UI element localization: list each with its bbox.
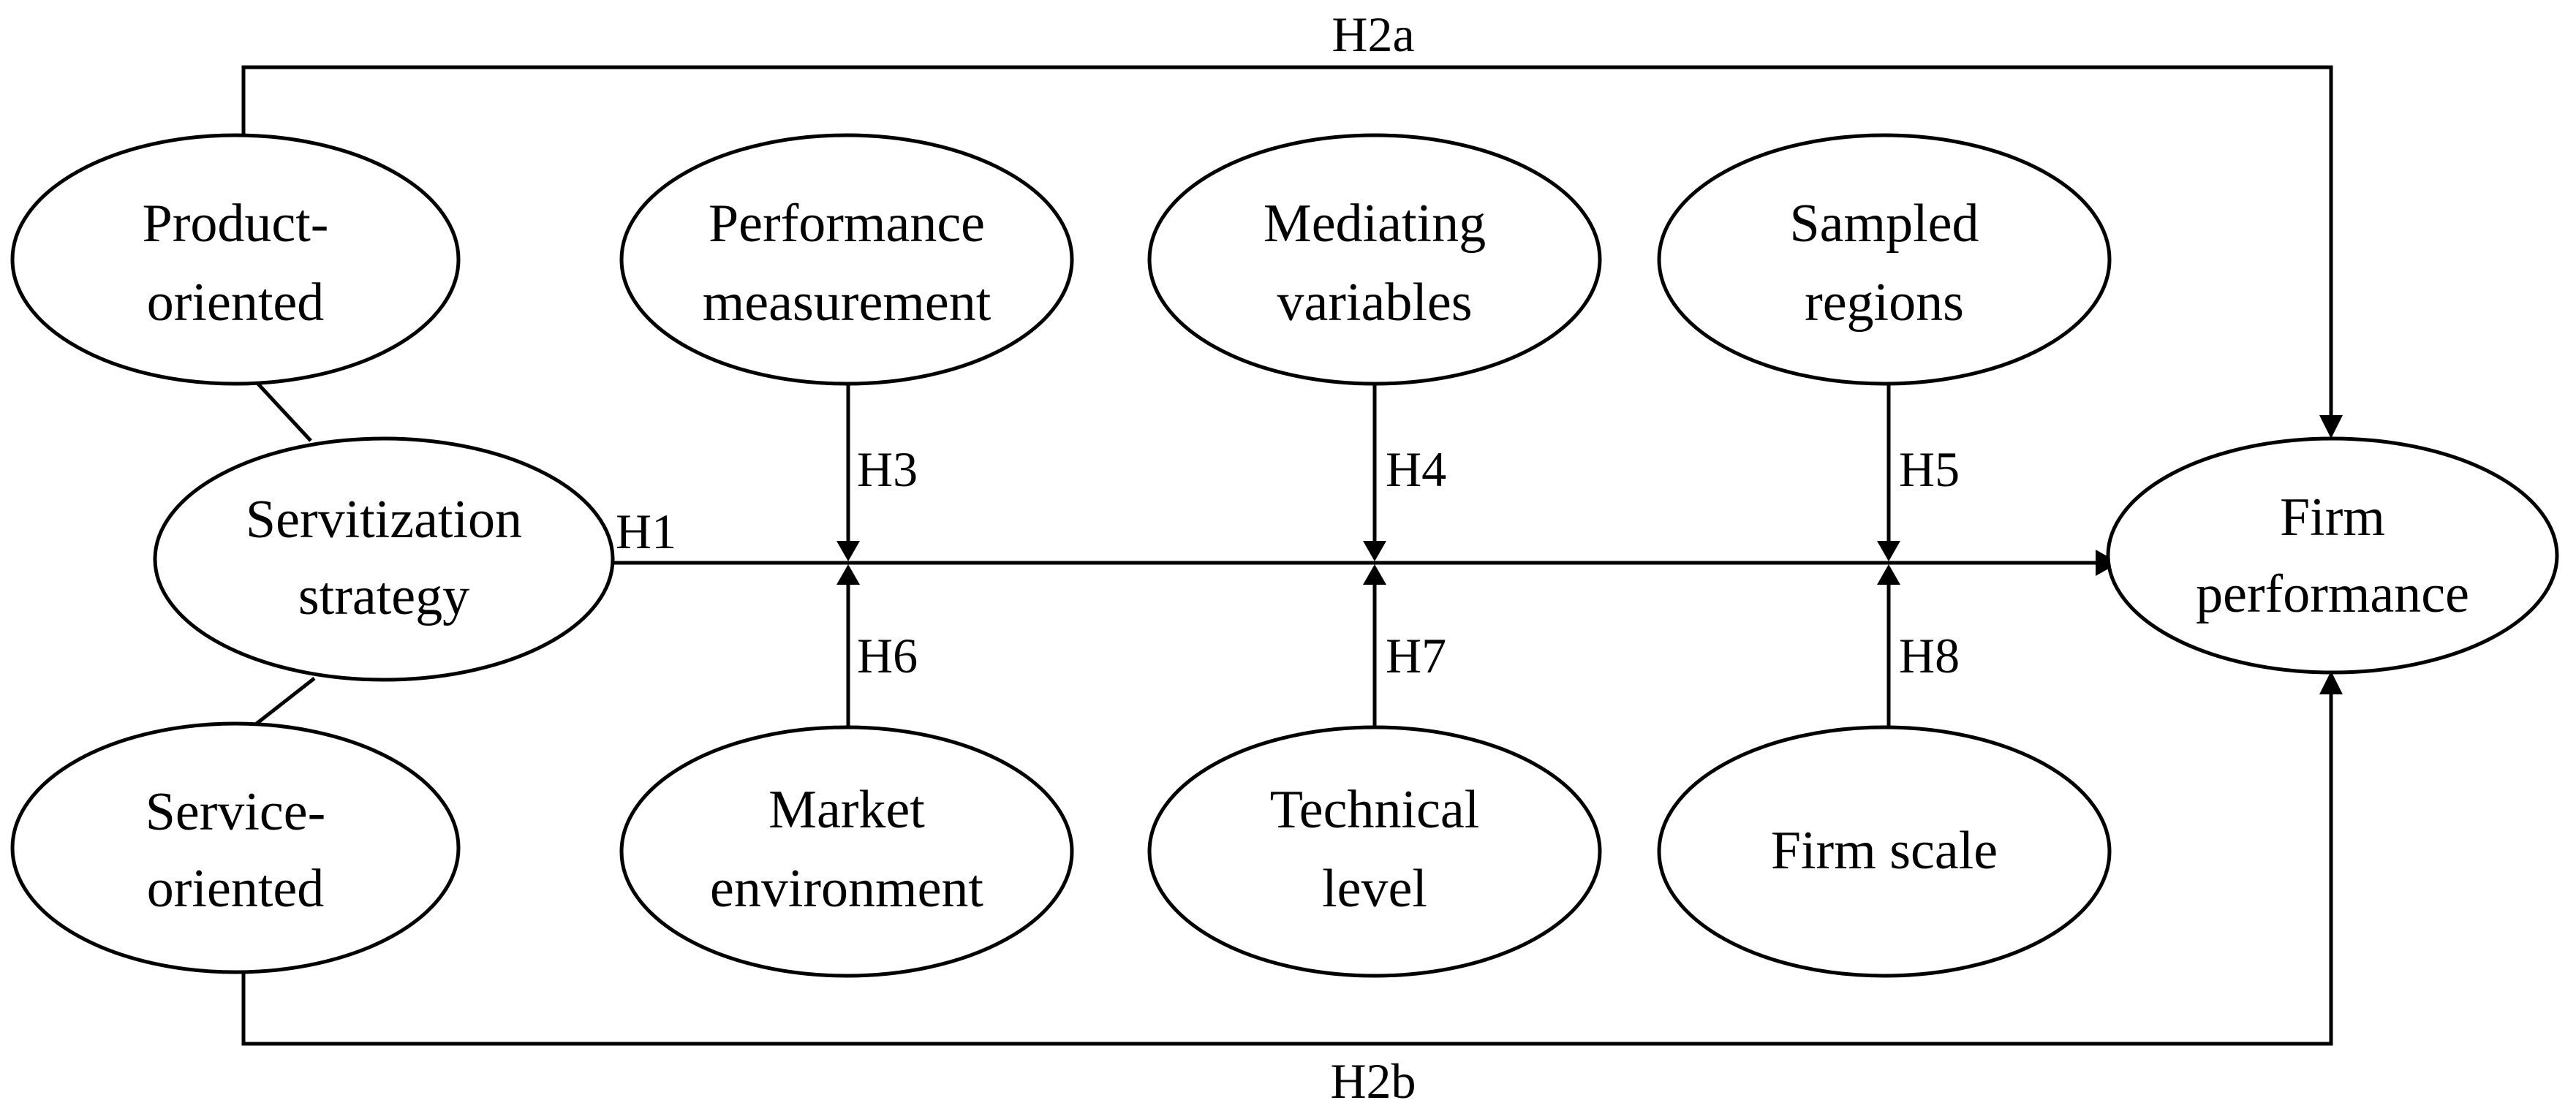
node-product-oriented-line2: oriented [147, 273, 324, 333]
arrowhead-h3 [836, 541, 860, 561]
node-mediating-variables-line2: variables [1277, 273, 1472, 333]
arrowhead-h6 [836, 564, 860, 585]
edge-h2a [241, 65, 2333, 420]
label-h8: H8 [1899, 628, 1960, 683]
arrowhead-h8 [1877, 564, 1900, 585]
node-servitization-strategy-line2: strategy [298, 566, 469, 626]
arrowhead-h4 [1363, 541, 1386, 561]
label-h2a: H2a [1332, 7, 1414, 62]
node-servitization-strategy-line1: Servitization [246, 490, 522, 550]
node-firm-scale: Firm scale [1657, 725, 2112, 978]
node-performance-measurement-line1: Performance [709, 194, 985, 254]
node-market-environment-line2: environment [710, 859, 983, 919]
node-service-oriented: Service- oriented [10, 721, 461, 974]
node-sampled-regions-line2: regions [1805, 273, 1964, 333]
node-firm-performance-line2: performance [2196, 564, 2469, 624]
label-h2b: H2b [1330, 1053, 1416, 1109]
node-firm-performance-line1: Firm [2280, 488, 2385, 547]
node-technical-level: Technical level [1147, 725, 1602, 978]
node-market-environment: Market environment [619, 725, 1074, 978]
edge-h2b [241, 689, 2333, 1046]
label-h3: H3 [857, 441, 918, 497]
arrowhead-h2b [2319, 671, 2343, 694]
node-sampled-regions: Sampled regions [1657, 133, 2112, 386]
label-h6: H6 [857, 628, 918, 683]
connector-service-servitization [252, 677, 316, 727]
node-technical-level-line2: level [1322, 859, 1427, 919]
node-performance-measurement-line2: measurement [703, 273, 992, 333]
connector-product-servitization [254, 380, 312, 442]
node-product-oriented-line1: Product- [143, 194, 329, 254]
node-mediating-variables-line1: Mediating [1264, 194, 1486, 254]
node-firm-performance: Firm performance [2106, 436, 2559, 675]
node-firm-scale-label: Firm scale [1771, 821, 1998, 881]
node-market-environment-line1: Market [768, 780, 925, 840]
arrowhead-h5 [1877, 541, 1900, 561]
node-servitization-strategy: Servitization strategy [153, 436, 615, 682]
node-technical-level-line1: Technical [1270, 780, 1480, 840]
node-service-oriented-line1: Service- [146, 782, 326, 842]
label-h1: H1 [616, 504, 676, 559]
label-h4: H4 [1386, 441, 1446, 497]
node-sampled-regions-line1: Sampled [1790, 194, 1979, 254]
node-performance-measurement: Performance measurement [619, 133, 1074, 386]
arrowhead-h2a [2319, 415, 2343, 439]
label-h5: H5 [1899, 441, 1960, 497]
node-service-oriented-line2: oriented [147, 859, 324, 919]
arrowhead-h7 [1363, 564, 1386, 585]
node-product-oriented: Product- oriented [10, 133, 461, 386]
label-h7: H7 [1386, 628, 1446, 683]
node-mediating-variables: Mediating variables [1147, 133, 1602, 386]
